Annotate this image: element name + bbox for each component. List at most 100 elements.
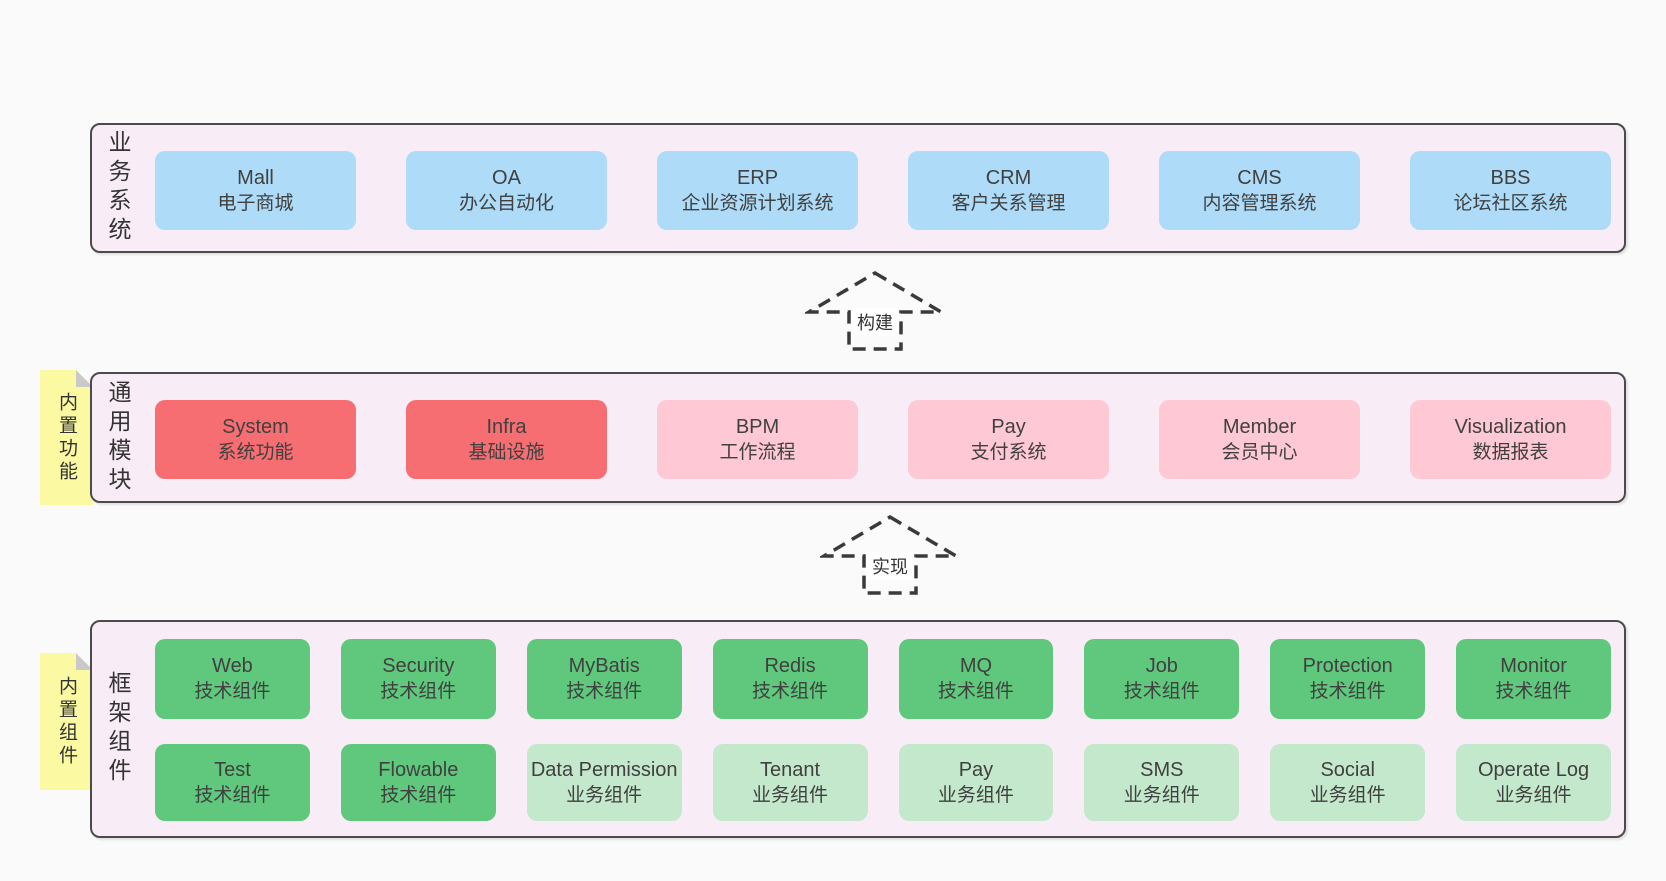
layer-common-modules: 通用模块 System 系统功能 Infra 基础设施 BPM 工作流程 Pay… (90, 372, 1626, 503)
layer-label-text: 通用模块 (105, 379, 131, 496)
box-title: Social (1320, 758, 1375, 781)
box-subtitle: 业务组件 (1309, 784, 1386, 806)
box-subtitle: 技术组件 (380, 681, 457, 702)
box-flowable: Flowable 技术组件 (340, 744, 496, 821)
box-title: OA (492, 166, 521, 189)
box-title: Pay (991, 415, 1026, 438)
box-title: MyBatis (568, 655, 640, 677)
sticky-note-built-in-components: 内置组件 (40, 653, 93, 790)
business-boxes: Mall 电子商城 OA 办公自动化 ERP 企业资源计划系统 CRM 客户关系… (155, 151, 1611, 230)
box-subtitle: 业务组件 (1123, 784, 1200, 806)
build-arrow-icon: 构建 (805, 270, 945, 351)
box-operate-log: Operate Log 业务组件 (1456, 744, 1611, 821)
box-title: Redis (764, 655, 816, 677)
box-title: Web (212, 655, 253, 677)
box-oa: OA 办公自动化 (406, 151, 607, 230)
box-subtitle: 电子商城 (217, 192, 294, 214)
box-subtitle: 技术组件 (566, 681, 643, 702)
box-title: BPM (735, 415, 780, 438)
box-title: BBS (1490, 166, 1531, 189)
box-mall: Mall 电子商城 (155, 151, 356, 230)
box-subtitle: 基础设施 (468, 441, 545, 463)
box-subtitle: 业务组件 (752, 784, 829, 806)
box-monitor: Monitor 技术组件 (1456, 639, 1611, 719)
box-bpm: BPM 工作流程 (657, 400, 858, 479)
box-title: Job (1145, 655, 1178, 677)
box-tenant: Tenant 业务组件 (712, 744, 868, 821)
box-title: Pay (958, 758, 994, 781)
box-web: Web 技术组件 (155, 639, 310, 719)
box-member: Member 会员中心 (1159, 400, 1360, 479)
box-subtitle: 企业资源计划系统 (681, 192, 834, 214)
box-subtitle: 技术组件 (1309, 681, 1386, 702)
box-title: ERP (736, 166, 779, 189)
box-subtitle: 技术组件 (752, 681, 829, 702)
box-security: Security 技术组件 (340, 639, 496, 719)
box-visualization: Visualization 数据报表 (1410, 400, 1611, 479)
box-title: Member (1222, 415, 1297, 438)
box-subtitle: 客户关系管理 (951, 192, 1066, 214)
box-subtitle: 支付系统 (970, 441, 1047, 463)
box-title: Flowable (378, 758, 459, 781)
layer-framework-components: 框架组件 Web 技术组件 Security 技术组件 MyBatis 技术组件… (90, 620, 1626, 838)
note-label: 内置功能 (56, 391, 77, 484)
build-arrow-label: 构建 (857, 313, 893, 333)
layer-label-business: 业务系统 (102, 125, 134, 251)
box-subtitle: 办公自动化 (458, 192, 554, 214)
box-title: CMS (1237, 166, 1282, 189)
box-infra: Infra 基础设施 (406, 400, 607, 479)
box-subtitle: 技术组件 (194, 681, 271, 702)
layer-label-components: 框架组件 (102, 622, 134, 836)
box-subtitle: 技术组件 (194, 784, 271, 806)
box-data-permission: Data Permission 业务组件 (526, 744, 682, 821)
box-title: Test (214, 758, 251, 781)
box-title: Visualization (1454, 415, 1567, 438)
box-subtitle: 论坛社区系统 (1453, 192, 1568, 214)
box-job: Job 技术组件 (1084, 639, 1240, 719)
box-title: Protection (1302, 655, 1393, 677)
box-title: SMS (1140, 758, 1184, 781)
box-subtitle: 业务组件 (937, 784, 1014, 806)
component-boxes: Web 技术组件 Security 技术组件 MyBatis 技术组件 Redi… (155, 639, 1611, 821)
implement-arrow-label: 实现 (872, 557, 908, 577)
box-cms: CMS 内容管理系统 (1159, 151, 1360, 230)
box-mybatis: MyBatis 技术组件 (526, 639, 682, 719)
box-redis: Redis 技术组件 (712, 639, 868, 719)
sticky-note-built-in-functions: 内置功能 (40, 370, 93, 505)
box-crm: CRM 客户关系管理 (908, 151, 1109, 230)
box-title: Tenant (760, 758, 821, 781)
box-pay-module: Pay 支付系统 (908, 400, 1109, 479)
box-subtitle: 系统功能 (217, 441, 294, 463)
layer-label-text: 业务系统 (105, 130, 131, 246)
box-subtitle: 业务组件 (566, 784, 643, 806)
box-system: System 系统功能 (155, 400, 356, 479)
box-subtitle: 数据报表 (1472, 441, 1549, 463)
box-subtitle: 内容管理系统 (1202, 192, 1317, 214)
box-subtitle: 技术组件 (1123, 681, 1200, 702)
box-title: Data Permission (530, 758, 678, 781)
box-title: System (222, 415, 289, 438)
box-pay-component: Pay 业务组件 (898, 744, 1054, 821)
implement-arrow-icon: 实现 (820, 514, 960, 595)
note-label: 内置组件 (56, 675, 77, 768)
box-subtitle: 技术组件 (937, 681, 1014, 702)
box-subtitle: 会员中心 (1221, 441, 1298, 463)
box-title: Monitor (1500, 655, 1567, 677)
box-subtitle: 业务组件 (1495, 784, 1572, 806)
box-subtitle: 技术组件 (380, 784, 457, 806)
box-subtitle: 技术组件 (1495, 681, 1572, 702)
box-title: Security (382, 655, 455, 677)
box-title: Mall (237, 166, 274, 189)
box-title: Infra (486, 415, 527, 438)
box-protection: Protection 技术组件 (1270, 639, 1426, 719)
box-erp: ERP 企业资源计划系统 (657, 151, 858, 230)
layer-label-text: 框架组件 (105, 671, 131, 787)
box-mq: MQ 技术组件 (898, 639, 1054, 719)
module-boxes: System 系统功能 Infra 基础设施 BPM 工作流程 Pay 支付系统… (155, 400, 1611, 479)
box-bbs: BBS 论坛社区系统 (1410, 151, 1611, 230)
box-title: Operate Log (1477, 758, 1590, 781)
box-sms: SMS 业务组件 (1084, 744, 1240, 821)
box-social: Social 业务组件 (1270, 744, 1426, 821)
layer-label-modules: 通用模块 (102, 374, 134, 501)
